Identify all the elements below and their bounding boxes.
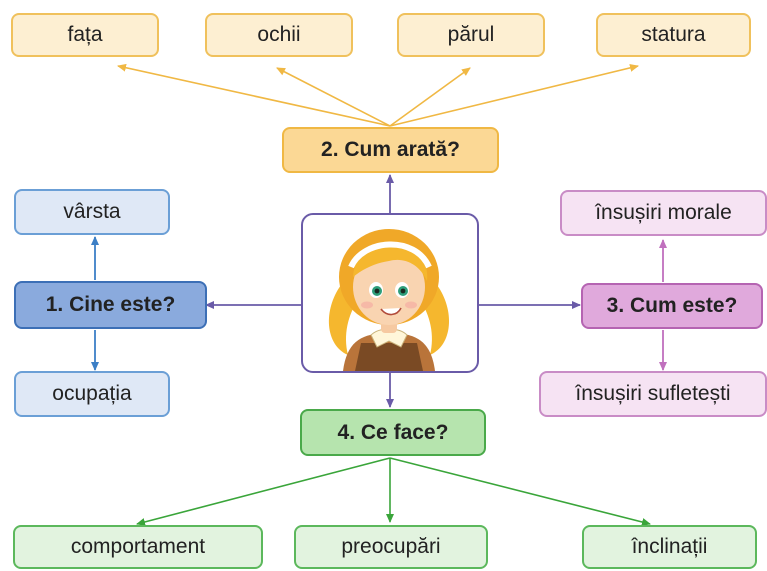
item-eyes: ochii <box>205 13 353 57</box>
item-stature: statura <box>596 13 751 57</box>
item-eyes-label: ochii <box>257 23 301 46</box>
item-stature-label: statura <box>641 23 706 46</box>
item-concerns-label: preocupări <box>341 535 441 558</box>
item-hair: părul <box>397 13 545 57</box>
node-character: 3. Cum este? <box>581 283 763 329</box>
item-concerns: preocupări <box>294 525 488 569</box>
item-moral-traits-label: însușiri morale <box>595 201 732 224</box>
item-soul-traits: însușiri sufletești <box>539 371 767 417</box>
arrows-activity <box>136 457 651 526</box>
item-inclinations-label: înclinații <box>631 535 708 558</box>
item-hair-label: părul <box>447 23 495 46</box>
item-face: fața <box>11 13 159 57</box>
item-soul-traits-label: însușiri sufletești <box>575 382 731 405</box>
node-identity: 1. Cine este? <box>14 281 207 329</box>
item-age: vârsta <box>14 189 170 235</box>
girl-portrait-icon <box>328 229 450 371</box>
node-character-label: 3. Cum este? <box>606 294 738 317</box>
item-moral-traits: însușiri morale <box>560 190 767 236</box>
node-appearance-label: 2. Cum arată? <box>321 138 460 161</box>
node-identity-label: 1. Cine este? <box>45 293 176 316</box>
node-activity-label: 4. Ce face? <box>337 420 449 444</box>
arrows-appearance <box>117 63 639 127</box>
node-activity: 4. Ce face? <box>300 409 486 456</box>
arrows-center <box>205 174 581 408</box>
center-portrait-frame <box>301 213 479 373</box>
item-behavior: comportament <box>13 525 263 569</box>
item-occupation-label: ocupația <box>52 382 132 405</box>
item-behavior-label: comportament <box>70 535 206 558</box>
item-inclinations: înclinații <box>582 525 757 569</box>
item-occupation: ocupația <box>14 371 170 417</box>
item-face-label: fața <box>67 23 103 46</box>
node-appearance: 2. Cum arată? <box>282 127 499 173</box>
item-age-label: vârsta <box>63 200 121 223</box>
